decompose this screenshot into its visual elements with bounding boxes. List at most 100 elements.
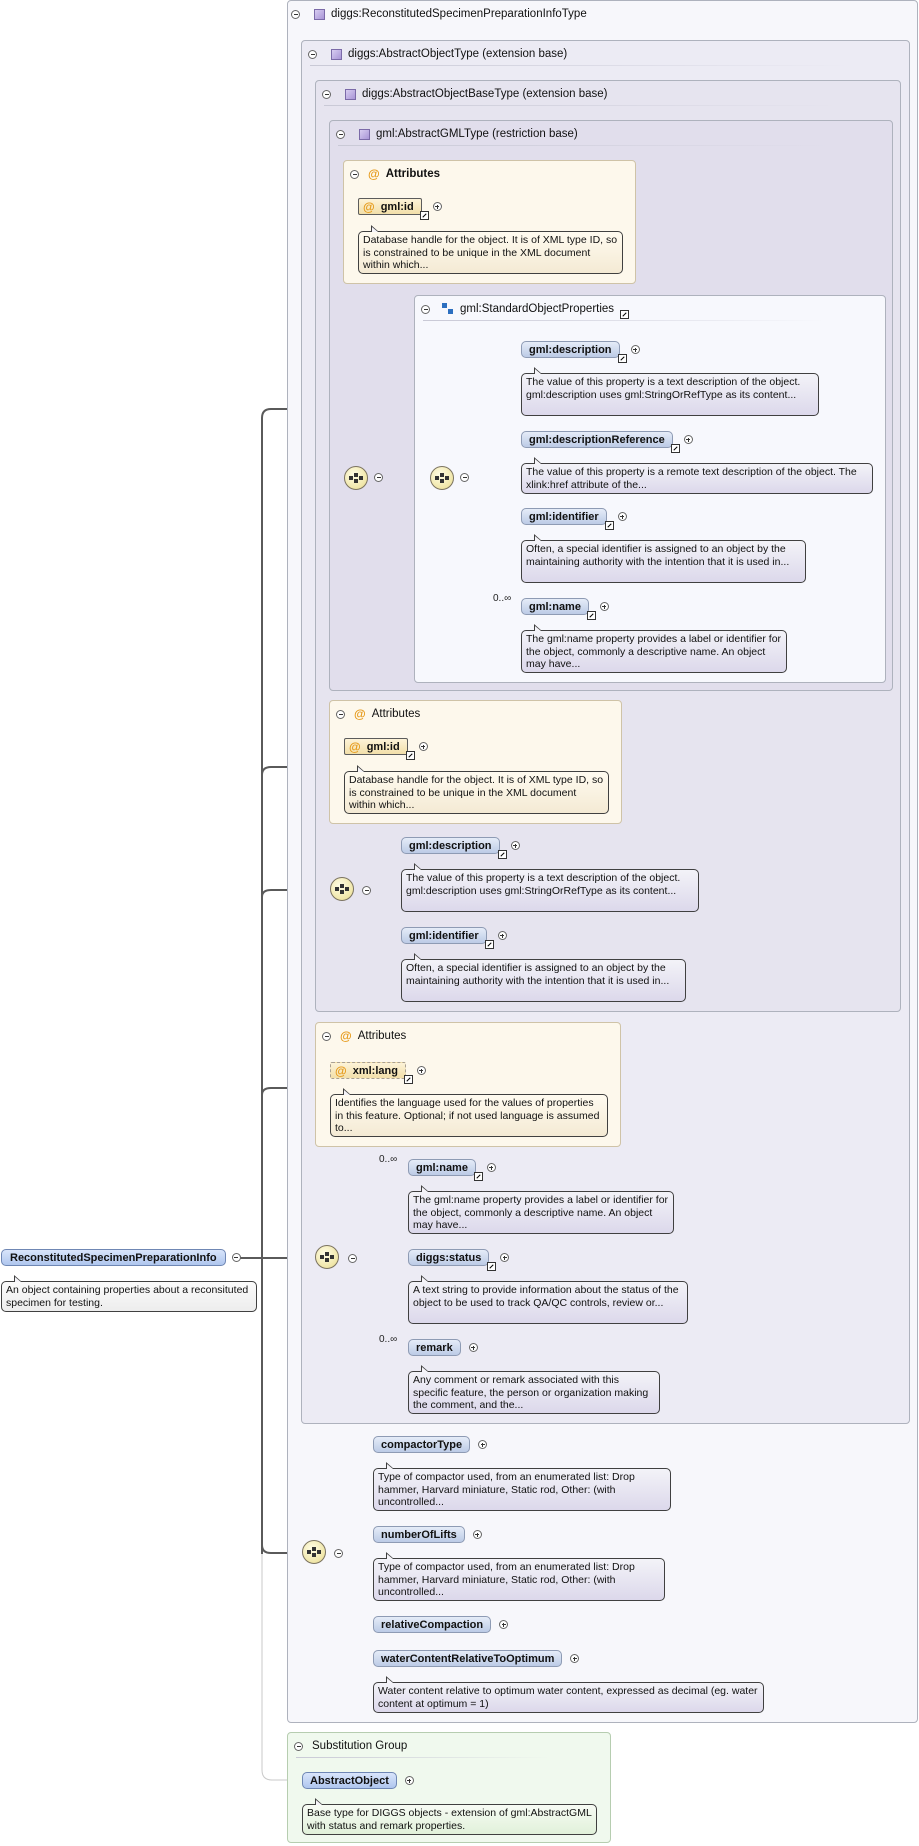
reference-arrow-icon[interactable] <box>670 444 680 453</box>
element-gml-description[interactable]: gml:description <box>401 837 520 859</box>
expand-toggle[interactable] <box>617 512 627 521</box>
expand-toggle[interactable] <box>432 202 442 211</box>
root-element[interactable]: ReconstitutedSpecimenPreparationInfo <box>1 1249 241 1266</box>
expand-toggle[interactable] <box>497 931 507 940</box>
expand-toggle[interactable] <box>570 1654 580 1663</box>
complex-type-icon <box>331 48 342 60</box>
element-annotation: The gml:name property provides a label o… <box>521 624 787 673</box>
element-gml-description-reference[interactable]: gml:descriptionReference <box>521 431 693 453</box>
collapse-toggle[interactable] <box>421 304 430 314</box>
expand-toggle[interactable] <box>630 345 640 354</box>
element-name: gml:name <box>416 1161 468 1174</box>
element-name: remark <box>416 1341 453 1354</box>
element-annotation: Type of compactor used, from an enumerat… <box>373 1462 671 1511</box>
reference-arrow-icon[interactable] <box>604 521 614 530</box>
attribute-icon: @ <box>340 1029 352 1043</box>
collapse-toggle[interactable] <box>348 1254 357 1263</box>
expand-toggle[interactable] <box>404 1776 414 1785</box>
expand-toggle[interactable] <box>499 1620 509 1629</box>
collapse-toggle[interactable] <box>322 1031 331 1041</box>
collapse-toggle[interactable] <box>336 129 345 139</box>
expand-toggle[interactable] <box>416 1066 426 1075</box>
element-annotation: Water content relative to optimum water … <box>373 1676 764 1713</box>
type-title: diggs:ReconstitutedSpecimenPreparationIn… <box>331 8 587 20</box>
reference-arrow-icon[interactable] <box>403 1075 413 1084</box>
root-element-label[interactable]: ReconstitutedSpecimenPreparationInfo <box>1 1249 226 1266</box>
attributes-title: Attributes <box>385 168 441 180</box>
element-gml-identifier[interactable]: gml:identifier <box>521 508 627 530</box>
element-name: AbstractObject <box>310 1774 389 1787</box>
reference-arrow-icon[interactable] <box>620 309 630 319</box>
collapse-toggle[interactable] <box>350 169 359 179</box>
expand-toggle[interactable] <box>486 1163 496 1172</box>
collapse-toggle[interactable] <box>291 9 300 19</box>
element-name: waterContentRelativeToOptimum <box>381 1652 555 1665</box>
sequence-compositor[interactable] <box>302 1540 326 1564</box>
collapse-toggle[interactable] <box>308 49 317 59</box>
collapse-toggle[interactable] <box>336 709 345 719</box>
element-gml-name[interactable]: gml:name <box>521 598 609 620</box>
collapse-toggle[interactable] <box>294 1741 303 1751</box>
sequence-compositor[interactable] <box>330 877 354 901</box>
collapse-toggle[interactable] <box>374 473 383 482</box>
type-title: gml:AbstractGMLType (restriction base) <box>376 128 578 140</box>
element-annotation: The gml:name property provides a label o… <box>408 1185 674 1234</box>
element-gml-identifier[interactable]: gml:identifier <box>401 927 507 949</box>
sequence-compositor[interactable] <box>430 466 454 490</box>
collapse-toggle[interactable] <box>362 886 371 895</box>
element-name: relativeCompaction <box>381 1618 484 1631</box>
element-annotation: The value of this property is a text des… <box>521 367 819 416</box>
element-compactor-type[interactable]: compactorType <box>373 1436 488 1453</box>
expand-toggle[interactable] <box>472 1530 482 1539</box>
cardinality-label: 0..∞ <box>379 1334 398 1345</box>
expand-toggle[interactable] <box>500 1253 510 1262</box>
element-name: compactorType <box>381 1438 463 1451</box>
element-annotation: Any comment or remark associated with th… <box>408 1365 660 1414</box>
reference-arrow-icon[interactable] <box>497 850 507 859</box>
element-water-content-relative-to-optimum[interactable]: waterContentRelativeToOptimum <box>373 1650 580 1667</box>
reference-arrow-icon[interactable] <box>487 1262 497 1271</box>
collapse-toggle[interactable] <box>322 89 331 99</box>
expand-toggle[interactable] <box>468 1343 478 1352</box>
attribute-annotation: Identifies the language used for the val… <box>330 1088 608 1137</box>
reference-arrow-icon[interactable] <box>405 751 415 760</box>
reference-arrow-icon[interactable] <box>617 354 627 363</box>
attribute-icon: @ <box>368 167 380 181</box>
attribute-icon: @ <box>335 1063 347 1078</box>
element-diggs-status[interactable]: diggs:status <box>408 1249 510 1271</box>
sequence-compositor[interactable] <box>344 466 368 490</box>
collapse-toggle[interactable] <box>231 1253 241 1262</box>
sequence-compositor[interactable] <box>315 1245 339 1269</box>
element-gml-name[interactable]: gml:name <box>408 1159 496 1181</box>
element-relative-compaction[interactable]: relativeCompaction <box>373 1616 509 1633</box>
element-gml-description[interactable]: gml:description <box>521 341 640 363</box>
element-abstract-object[interactable]: AbstractObject <box>302 1772 414 1789</box>
attribute-xml-lang[interactable]: @xml:lang <box>330 1062 426 1084</box>
complex-type-icon <box>359 128 370 140</box>
attribute-icon: @ <box>354 707 366 721</box>
attribute-icon: @ <box>363 199 375 214</box>
element-name: gml:name <box>529 600 581 613</box>
element-annotation: Often, a special identifier is assigned … <box>521 534 806 583</box>
element-number-of-lifts[interactable]: numberOfLifts <box>373 1526 482 1543</box>
reference-arrow-icon[interactable] <box>419 211 429 220</box>
collapse-toggle[interactable] <box>460 473 469 482</box>
element-annotation: A text string to provide information abo… <box>408 1275 688 1324</box>
reference-arrow-icon[interactable] <box>484 940 494 949</box>
expand-toggle[interactable] <box>599 602 609 611</box>
element-name: diggs:status <box>416 1251 482 1264</box>
expand-toggle[interactable] <box>510 841 520 850</box>
attribute-gml-id[interactable]: @gml:id <box>344 738 428 760</box>
attribute-name: gml:id <box>366 740 400 753</box>
attribute-annotation: Database handle for the object. It is of… <box>344 765 609 814</box>
expand-toggle[interactable] <box>683 435 693 444</box>
attribute-gml-id[interactable]: @gml:id <box>358 198 442 220</box>
cardinality-label: 0..∞ <box>493 593 512 604</box>
cardinality-label: 0..∞ <box>379 1154 398 1165</box>
reference-arrow-icon[interactable] <box>586 611 596 620</box>
reference-arrow-icon[interactable] <box>473 1172 483 1181</box>
expand-toggle[interactable] <box>418 742 428 751</box>
element-remark[interactable]: remark <box>408 1339 478 1356</box>
collapse-toggle[interactable] <box>334 1549 343 1558</box>
expand-toggle[interactable] <box>478 1440 488 1449</box>
